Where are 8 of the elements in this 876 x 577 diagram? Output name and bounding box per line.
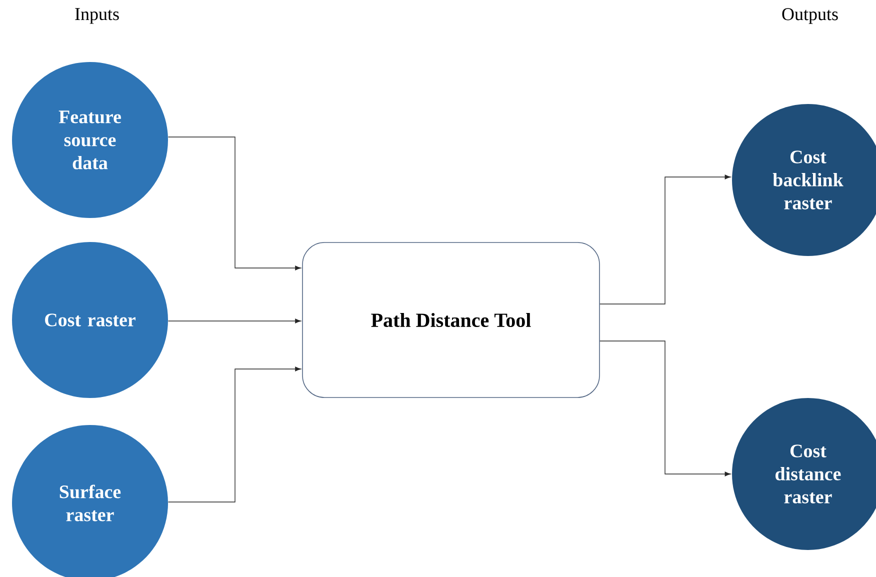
arrow [168, 318, 301, 324]
process-box: Path Distance Tool [302, 242, 600, 398]
arrow [168, 366, 301, 502]
arrow [600, 340, 731, 476]
arrow [600, 174, 731, 304]
column-heading: Inputs [75, 8, 119, 24]
column-heading: Outputs [782, 8, 838, 24]
arrow [168, 136, 301, 270]
